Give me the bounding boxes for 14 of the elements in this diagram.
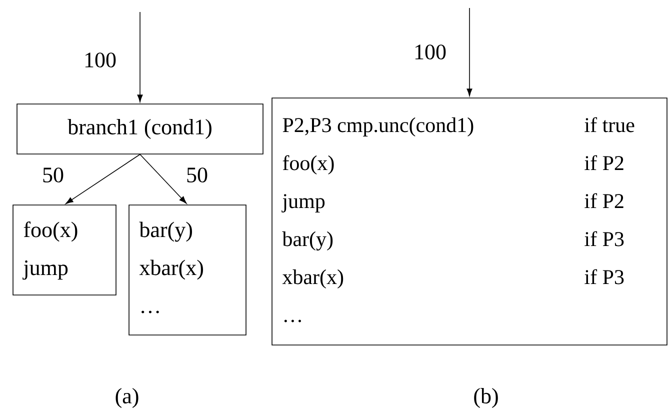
edge-label: 100 bbox=[415, 44, 446, 60]
panel-label: (b) bbox=[474, 388, 498, 408]
edge-label: 100 bbox=[85, 52, 116, 68]
panel-label: (a) bbox=[116, 388, 138, 408]
code-box: branch1 (cond1) bbox=[16, 104, 264, 154]
code-box: foo(x) jump bbox=[12, 204, 116, 296]
arrow bbox=[137, 12, 143, 102]
arrow bbox=[66, 154, 140, 204]
edge-label: 50 bbox=[43, 168, 64, 182]
arrow bbox=[466, 8, 472, 96]
code-box: P2,P3 cmp.unc(cond1) if true foo(x) if P2 jump if P2 bar(y) if P3 xbar(x) if P3 … bbox=[272, 98, 668, 346]
code-box: bar(y) xbar(x) … bbox=[128, 204, 246, 336]
edge-label: 50 bbox=[187, 168, 208, 182]
arrow bbox=[140, 154, 187, 204]
